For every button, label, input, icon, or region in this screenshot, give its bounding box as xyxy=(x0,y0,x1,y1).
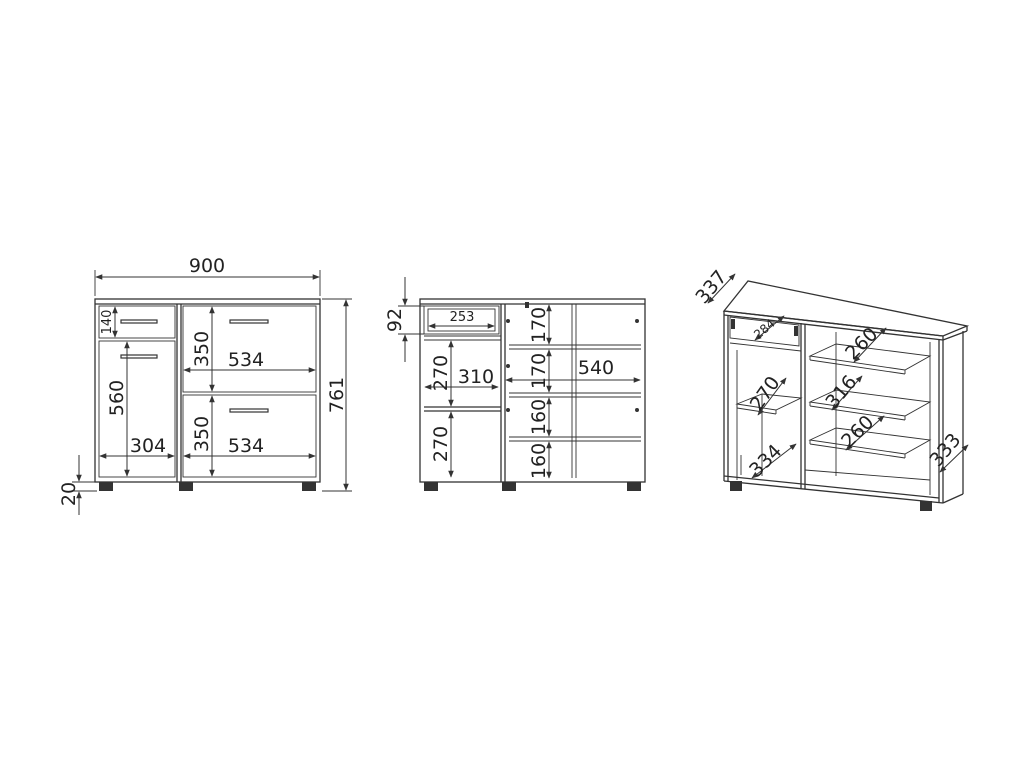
front-foot-right xyxy=(302,482,316,491)
label-right-bottom-drawer-height: 350 xyxy=(191,416,213,452)
front-top-left-drawer xyxy=(98,305,176,339)
perspective-right-shelf-1 xyxy=(808,343,932,371)
label-side-depth: 333 xyxy=(925,429,965,471)
label-right-drawer-4-height: 160 xyxy=(528,443,550,479)
interior-foot-left xyxy=(424,482,438,491)
label-left-upper-height: 270 xyxy=(430,355,452,391)
label-overall-width: 900 xyxy=(189,255,225,277)
label-right-top-drawer-width: 534 xyxy=(228,349,264,371)
label-right-drawer-2-height: 170 xyxy=(528,353,550,389)
label-left-lower-height: 270 xyxy=(430,426,452,462)
interior-cabinet-outline xyxy=(419,298,646,483)
front-right-bottom-handle xyxy=(229,408,269,413)
label-right-shelf-width: 316 xyxy=(821,371,861,413)
label-left-shelf-depth: 334 xyxy=(745,440,786,481)
interior-view: 92 253 270 310 270 170 170 540 160 160 xyxy=(384,277,646,491)
label-foot-height: 20 xyxy=(58,482,80,506)
front-left-door xyxy=(98,340,176,478)
perspective-view: 337 284 270 334 260 316 260 333 xyxy=(691,266,970,511)
label-right-top-drawer-height: 350 xyxy=(191,331,213,367)
label-drawer-width: 253 xyxy=(450,310,475,325)
label-top-drawer-height: 140 xyxy=(100,310,115,335)
perspective-foot-left xyxy=(730,481,742,491)
label-right-compartment-width: 540 xyxy=(578,357,614,379)
label-right-shelf-lower-height: 260 xyxy=(837,411,878,452)
perspective-foot-right xyxy=(920,501,932,511)
front-foot-left xyxy=(99,482,113,491)
label-overall-height: 761 xyxy=(326,377,348,413)
front-right-top-drawer xyxy=(182,305,317,393)
label-right-drawer-3-height: 160 xyxy=(528,399,550,435)
label-left-door-height: 560 xyxy=(106,380,128,416)
front-top-left-handle xyxy=(120,319,158,324)
front-view: 900 761 20 140 560 304 350 534 350 534 xyxy=(58,255,352,515)
front-right-top-handle xyxy=(229,319,269,324)
interior-foot-right xyxy=(627,482,641,491)
perspective-bottom-edge xyxy=(723,480,944,504)
front-foot-middle xyxy=(179,482,193,491)
label-right-bottom-drawer-width: 534 xyxy=(228,435,264,457)
label-top-depth: 337 xyxy=(691,266,731,308)
front-left-door-handle xyxy=(120,354,158,359)
label-drawer-height: 92 xyxy=(384,308,406,332)
interior-foot-middle xyxy=(502,482,516,491)
label-right-drawer-1-height: 170 xyxy=(528,307,550,343)
front-right-bottom-drawer xyxy=(182,394,317,478)
label-left-door-width: 304 xyxy=(130,435,166,457)
perspective-right-shelf-2 xyxy=(808,389,932,417)
front-cabinet-outline xyxy=(94,298,321,483)
label-left-compartment-width: 310 xyxy=(458,366,494,388)
interior-drawer xyxy=(423,305,500,335)
